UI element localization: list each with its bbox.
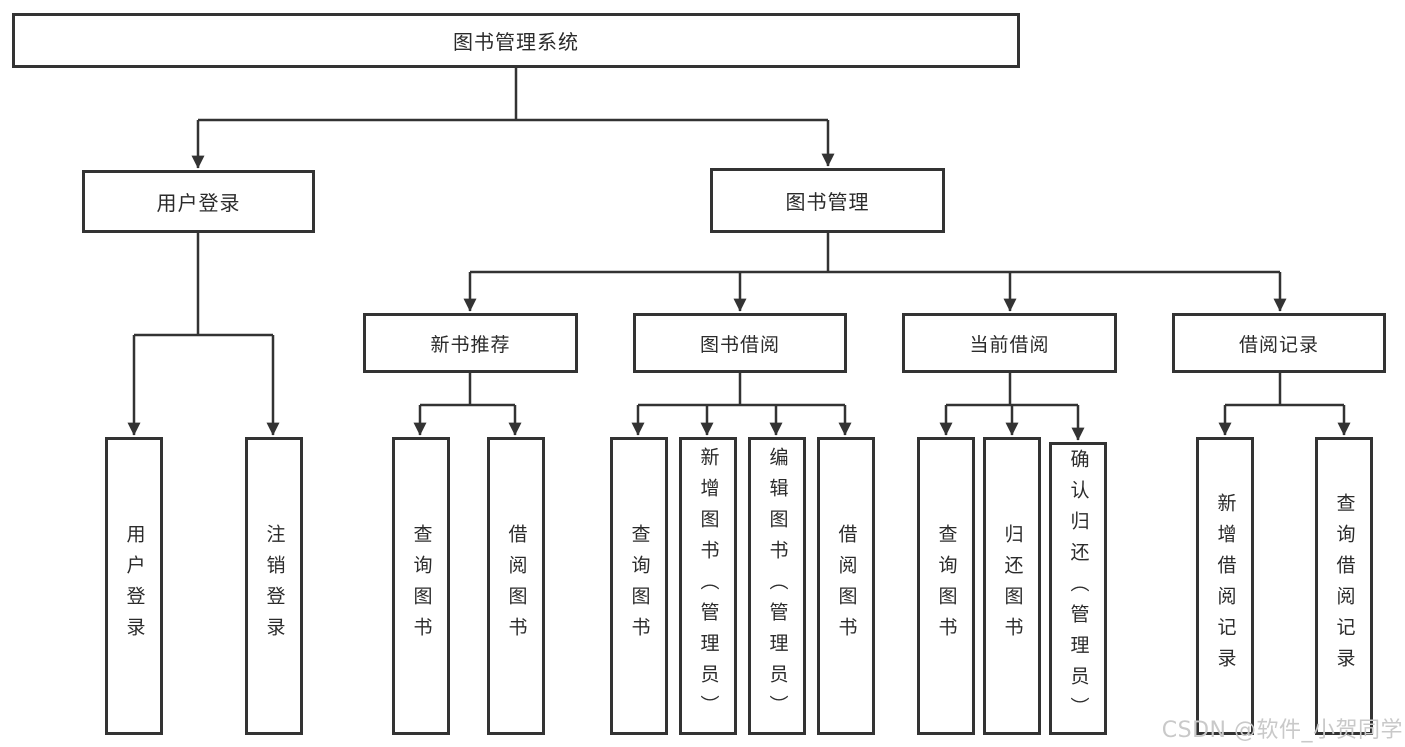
leaf-add-borrow-record: 新增借阅记录	[1196, 437, 1254, 735]
leaf-query-books-3: 查询图书	[917, 437, 975, 735]
leaf-borrow-books-2-label: 借阅图书	[835, 524, 858, 648]
leaf-query-books-1-label: 查询图书	[410, 524, 433, 648]
node-new-book-recommend: 新书推荐	[363, 313, 578, 373]
leaf-user-login-label: 用户登录	[123, 524, 146, 648]
leaf-user-login: 用户登录	[105, 437, 163, 735]
node-library-system: 图书管理系统	[12, 13, 1020, 68]
node-library-system-label: 图书管理系统	[453, 30, 579, 54]
node-user-login: 用户登录	[82, 170, 315, 233]
leaf-borrow-books-1-label: 借阅图书	[505, 524, 528, 648]
leaf-query-books-2: 查询图书	[610, 437, 668, 735]
leaf-query-borrow-record: 查询借阅记录	[1315, 437, 1373, 735]
leaf-query-books-3-label: 查询图书	[935, 524, 958, 648]
node-user-login-label: 用户登录	[156, 191, 241, 215]
leaf-logout-label: 注销登录	[263, 524, 286, 648]
leaf-return-books: 归还图书	[983, 437, 1041, 735]
leaf-confirm-return-admin-label: 确认归还（管理员）	[1067, 449, 1090, 728]
node-current-borrowing-label: 当前借阅	[969, 333, 1050, 356]
leaf-edit-books-admin-label: 编辑图书（管理员）	[766, 446, 789, 726]
leaf-query-borrow-record-label: 查询借阅记录	[1333, 493, 1356, 679]
leaf-borrow-books-2: 借阅图书	[817, 437, 875, 735]
leaf-confirm-return-admin: 确认归还（管理员）	[1049, 442, 1107, 735]
node-book-borrowing-label: 图书借阅	[699, 333, 780, 356]
node-current-borrowing: 当前借阅	[902, 313, 1117, 373]
leaf-query-books-2-label: 查询图书	[628, 524, 651, 648]
leaf-logout: 注销登录	[245, 437, 303, 735]
leaf-return-books-label: 归还图书	[1001, 524, 1024, 648]
node-borrowing-records: 借阅记录	[1172, 313, 1386, 373]
node-book-borrowing: 图书借阅	[633, 313, 847, 373]
leaf-add-borrow-record-label: 新增借阅记录	[1214, 493, 1237, 679]
node-book-management: 图书管理	[710, 168, 945, 233]
node-new-book-recommend-label: 新书推荐	[430, 333, 511, 356]
node-book-management-label: 图书管理	[785, 190, 870, 214]
leaf-query-books-1: 查询图书	[392, 437, 450, 735]
csdn-watermark: CSDN @软件_小贺同学	[1161, 718, 1403, 743]
leaf-add-books-admin-label: 新增图书（管理员）	[697, 446, 720, 726]
leaf-borrow-books-1: 借阅图书	[487, 437, 545, 735]
leaf-edit-books-admin: 编辑图书（管理员）	[748, 437, 806, 735]
node-borrowing-records-label: 借阅记录	[1238, 333, 1319, 356]
leaf-add-books-admin: 新增图书（管理员）	[679, 437, 737, 735]
